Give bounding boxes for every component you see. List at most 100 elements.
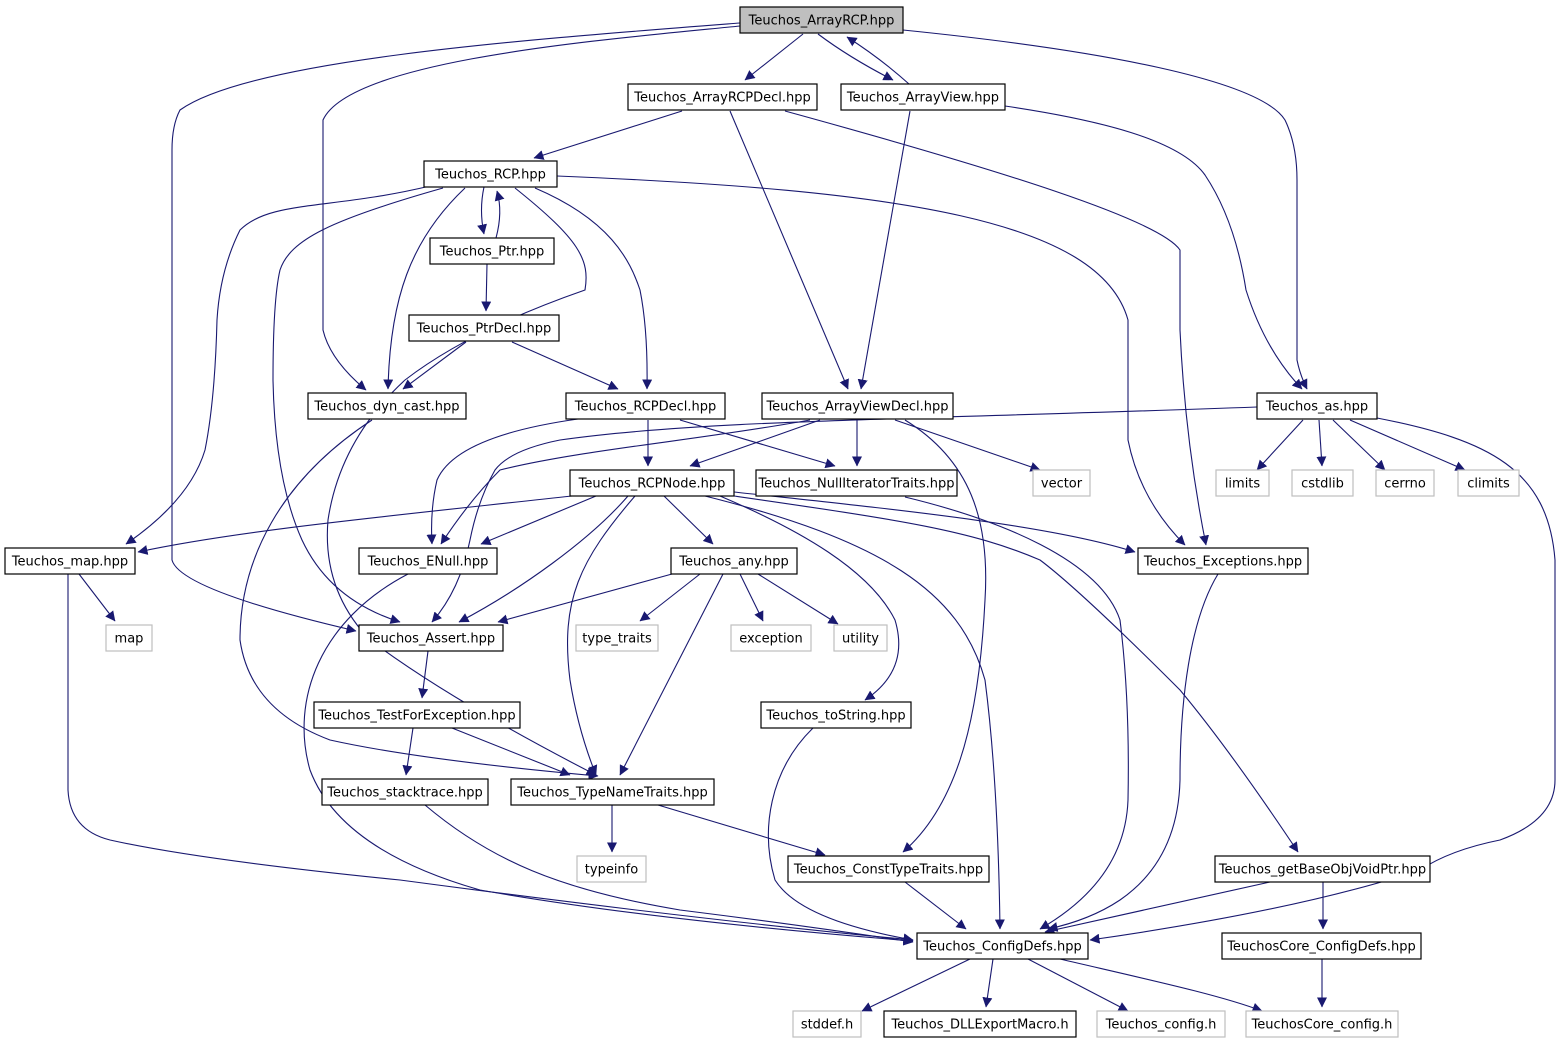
edge-n2-n8 [857,110,911,390]
edge-n3-n20 [556,175,1186,546]
edge-n10-n27 [719,495,900,701]
edge-n10-n17 [137,495,573,555]
node-type-traits: type_traits [575,624,659,652]
edge-n33-n35 [861,958,971,1012]
node-teuchos-ptr-hpp[interactable]: Teuchos_Ptr.hpp [429,237,555,265]
node-teuchos-as-hpp[interactable]: Teuchos_as.hpp [1256,392,1378,420]
node-teuchos-any-hpp[interactable]: Teuchos_any.hpp [670,547,798,575]
node-box [739,6,904,34]
edge-n7-n11 [679,419,836,469]
node-typeinfo: typeinfo [576,855,647,883]
node-box [307,392,467,420]
node-label: Teuchos_config.h [1105,1018,1217,1033]
node-box [429,237,555,265]
node-teuchos-config-h: Teuchos_config.h [1096,1010,1226,1038]
node-box [510,778,715,806]
node-box [569,469,735,497]
node-teuchos-ptrdecl-hpp[interactable]: Teuchos_PtrDecl.hpp [408,314,560,342]
edge-n17-n33 [67,574,914,945]
node-box [1214,855,1431,883]
node-teuchos-enull-hpp[interactable]: Teuchos_ENull.hpp [358,547,498,575]
edge-n3-n17 [125,185,431,545]
node-teuchos-dllexportmacro-h[interactable]: Teuchos_DLLExportMacro.h [883,1010,1077,1038]
node-label: Teuchos_DLLExportMacro.h [890,1018,1068,1033]
node-label: Teuchos_ConstTypeTraits.hpp [793,863,983,878]
edge-n29-n31 [657,804,826,858]
node-teuchos-rcp-hpp[interactable]: Teuchos_RCP.hpp [423,160,558,188]
node-label: cerrno [1384,477,1426,492]
edge-n26-n28 [402,727,414,776]
edge-n33-n38 [1059,958,1263,1013]
node-teuchos-map-hpp[interactable]: Teuchos_map.hpp [4,547,136,575]
node-teuchos-arrayview-hpp[interactable]: Teuchos_ArrayView.hpp [840,83,1006,111]
edge-n19-n25 [757,573,839,625]
node-label: Teuchos_ArrayRCP.hpp [748,14,895,29]
node-label: Teuchos_NullIteratorTraits.hpp [757,477,954,492]
node-teuchos-dyn-cast-hpp[interactable]: Teuchos_dyn_cast.hpp [307,392,467,420]
node-box [358,547,498,575]
node-teuchos-rcpdecl-hpp[interactable]: Teuchos_RCPDecl.hpp [565,392,726,420]
node-teuchos-exceptions-hpp[interactable]: Teuchos_Exceptions.hpp [1137,547,1309,575]
edge-n3-n7 [534,187,653,390]
node-box [423,160,558,188]
node-teuchos-configdefs-hpp[interactable]: Teuchos_ConfigDefs.hpp [916,932,1089,960]
node-box [787,855,990,883]
node-box [575,624,659,652]
node-teuchos-tostring-hpp[interactable]: Teuchos_toString.hpp [760,701,912,729]
edge-n10-n29 [567,495,636,776]
edge-n2-n9 [1004,105,1303,390]
node-box [4,547,136,575]
node-teuchos-consttypetraits-hpp[interactable]: Teuchos_ConstTypeTraits.hpp [787,855,990,883]
node-label: Teuchos_RCP.hpp [434,168,546,183]
node-box [1096,1010,1226,1038]
node-teuchoscore-configdefs-hpp[interactable]: TeuchosCore_ConfigDefs.hpp [1221,932,1422,960]
edge-n1-n3 [533,110,683,160]
edge-n9-n14 [1316,419,1327,467]
node-box [916,932,1089,960]
node-vector: vector [1032,469,1091,497]
node-teuchos-arrayrcpdecl-hpp[interactable]: Teuchos_ArrayRCPDecl.hpp [627,83,818,111]
node-teuchos-rcpnode-hpp[interactable]: Teuchos_RCPNode.hpp [569,469,735,497]
edge-n0-n2 [817,33,894,81]
node-box [755,469,958,497]
edge-n3-n22 [272,187,444,624]
node-stddef-h: stddef.h [792,1010,862,1038]
edge-n2-n0 [846,36,910,85]
node-box [565,392,726,420]
node-label: Teuchos_ArrayViewDecl.hpp [765,400,948,415]
edge-n17-n21 [78,573,116,622]
node-box [760,701,912,729]
node-teuchos-stacktrace-hpp[interactable]: Teuchos_stacktrace.hpp [321,778,489,806]
node-utility: utility [833,624,888,652]
node-limits: limits [1215,469,1270,497]
node-box [321,778,489,806]
node-teuchos-typenametraits-hpp[interactable]: Teuchos_TypeNameTraits.hpp [510,778,715,806]
node-label: Teuchos_toString.hpp [765,709,905,724]
edge-n11-n33 [904,496,1129,930]
node-label: Teuchos_ArrayRCPDecl.hpp [633,91,811,106]
node-label: TeuchosCore_config.h [1251,1018,1393,1033]
node-teuchos-nulliteratortraits-hpp[interactable]: Teuchos_NullIteratorTraits.hpp [755,469,958,497]
node-label: cstdlib [1301,477,1344,492]
node-teuchos-arrayviewdecl-hpp[interactable]: Teuchos_ArrayViewDecl.hpp [761,392,954,420]
node-label: TeuchosCore_ConfigDefs.hpp [1226,940,1416,955]
node-box [730,624,812,652]
node-label: type_traits [582,632,652,647]
node-box [1375,469,1435,497]
node-teuchos-arrayrcp-hpp[interactable]: Teuchos_ArrayRCP.hpp [739,6,904,34]
edge-n26-n29 [451,727,571,777]
edge-n28-n33 [424,804,914,946]
node-box [792,1010,862,1038]
edge-n4-n5 [481,263,492,312]
node-label: Teuchos_RCPNode.hpp [578,477,726,492]
node-label: Teuchos_any.hpp [678,555,789,570]
node-teuchos-assert-hpp[interactable]: Teuchos_Assert.hpp [358,624,504,652]
node-label: limits [1225,477,1261,492]
edge-n5-n6 [402,341,467,390]
edge-n33-n37 [1027,958,1129,1012]
node-teuchos-testforexception-hpp[interactable]: Teuchos_TestForException.hpp [313,701,521,729]
node-teuchos-getbaseobjvoidptr-hpp[interactable]: Teuchos_getBaseObjVoidPtr.hpp [1214,855,1431,883]
node-exception: exception [730,624,812,652]
node-box [833,624,888,652]
